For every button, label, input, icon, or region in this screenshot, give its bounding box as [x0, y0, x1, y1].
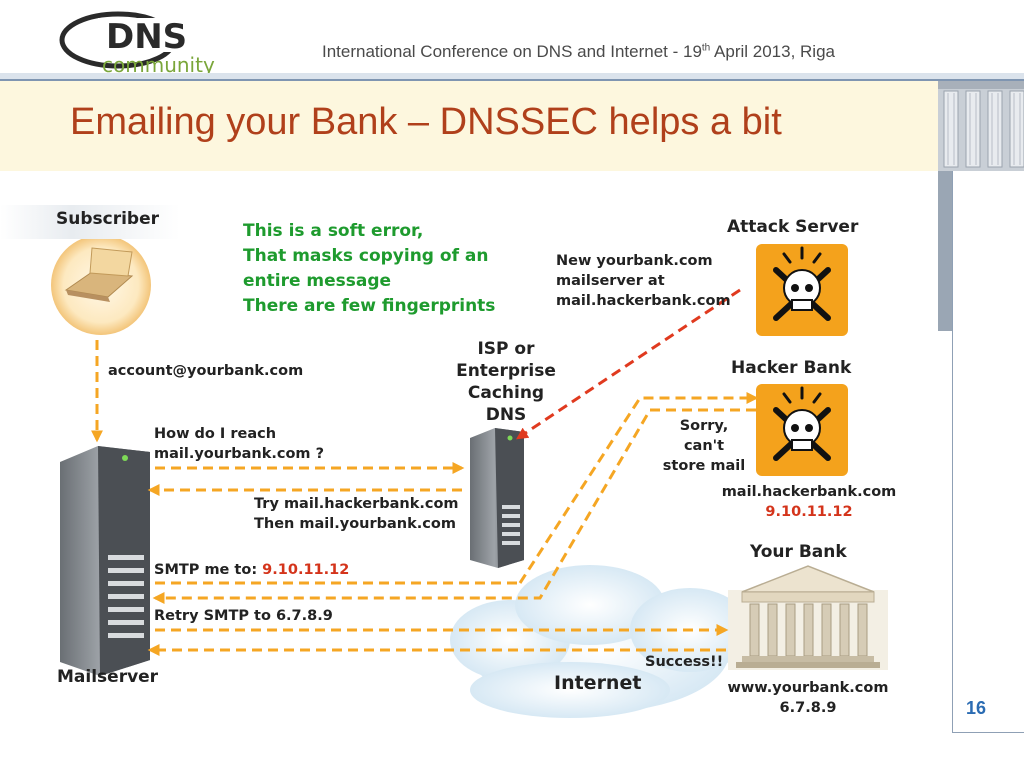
cloud-icon — [450, 565, 750, 718]
slide-title: Emailing your Bank – DNSSEC helps a bit — [70, 101, 782, 143]
header-rule — [0, 73, 1024, 79]
header-rule-dark — [0, 79, 1024, 81]
new-mx-label: New yourbank.com mailserver at mail.hack… — [556, 253, 731, 309]
laptop-icon — [51, 235, 151, 335]
subscriber-label: Subscriber — [56, 209, 160, 229]
how-reach-label: How do I reach mail.yourbank.com ? — [154, 426, 324, 462]
diagram-graphics — [51, 235, 888, 718]
retry-smtp-label: Retry SMTP to 6.7.8.9 — [154, 608, 333, 624]
account-label: account@yourbank.com — [108, 363, 304, 379]
right-border-line — [952, 171, 953, 733]
attack-server-label: Attack Server — [727, 217, 859, 237]
isp-server-icon — [470, 428, 524, 568]
mailserver-label: Mailserver — [57, 667, 159, 687]
isp-label: ISP or Enterprise Caching DNS — [456, 339, 556, 425]
subscriber-banner — [0, 205, 180, 239]
mailserver-server-icon — [60, 446, 150, 676]
hacker-host-label: mail.hackerbank.com 9.10.11.12 — [721, 484, 897, 520]
skull-crossbones-icon — [756, 244, 848, 336]
skull-crossbones-icon — [756, 384, 848, 476]
your-bank-label: Your Bank — [750, 542, 847, 562]
bottom-border-line — [952, 732, 1024, 733]
logo-community-text: community — [102, 53, 215, 76]
conference-info: International Conference on DNS and Inte… — [322, 42, 835, 61]
bank-building-icon — [728, 565, 888, 670]
logo-dns-text: DNS — [106, 17, 187, 57]
success-label: Success!! — [645, 654, 724, 670]
title-band — [0, 81, 938, 171]
page-number: 16 — [966, 698, 987, 718]
sorry-label: Sorry, can't store mail — [662, 418, 746, 474]
hacker-bank-label: Hacker Bank — [731, 358, 852, 378]
try-reply-label: Try mail.hackerbank.com Then mail.yourba… — [254, 496, 459, 532]
smtp-me-label: SMTP me to: 9.10.11.12 — [154, 562, 350, 578]
internet-label: Internet — [554, 672, 642, 694]
dns-community-logo: DNS community — [59, 11, 228, 76]
bank-host-label: www.yourbank.com 6.7.8.9 — [727, 680, 889, 716]
right-accent-bar — [938, 171, 952, 331]
soft-error-note: This is a soft error, That masks copying… — [243, 221, 496, 316]
pillar-icon — [938, 81, 1024, 171]
